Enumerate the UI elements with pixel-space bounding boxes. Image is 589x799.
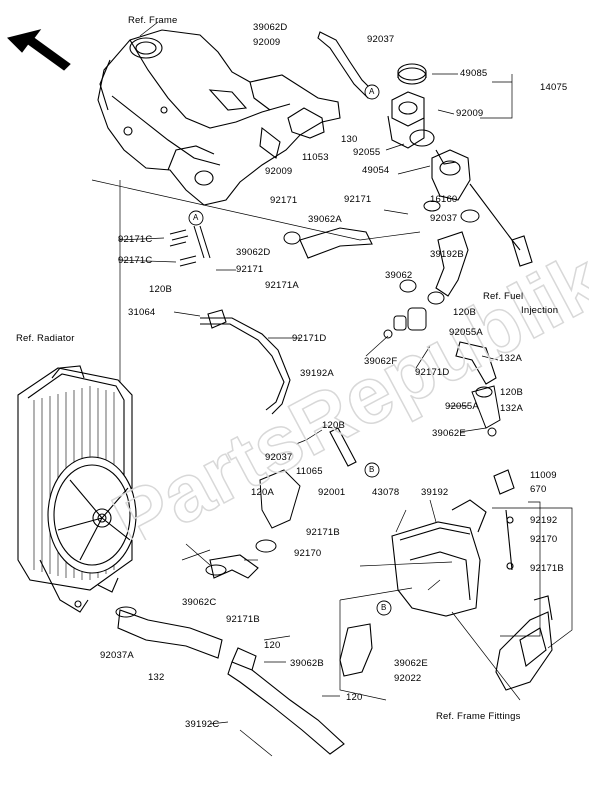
callout-b-lower: B xyxy=(381,603,387,612)
lower-pipe-39192C xyxy=(227,647,345,755)
part-label: 92171C xyxy=(118,255,153,266)
thermostat-drawing xyxy=(387,63,533,267)
part-label: 120B xyxy=(500,387,523,398)
part-label: 39062C xyxy=(182,597,217,608)
ref-radiator-label: Ref. Radiator xyxy=(16,333,75,344)
part-label: 39062A xyxy=(308,214,342,225)
part-label: 11009 xyxy=(530,470,557,481)
part-label: 120B xyxy=(322,420,345,431)
ref-frame-fittings-label: Ref. Frame Fittings xyxy=(436,711,521,722)
frame-drawing xyxy=(97,29,341,206)
part-label: 92171D xyxy=(415,367,450,378)
part-label: 39062D xyxy=(253,22,288,33)
radiator-drawing xyxy=(17,365,137,613)
ref-fuel-label: Ref. Fuel xyxy=(483,291,524,302)
part-label: 39062 xyxy=(385,270,413,281)
part-label: 92037 xyxy=(265,452,293,463)
part-label: 92171 xyxy=(344,194,372,205)
part-label: 92170 xyxy=(530,534,558,545)
part-label: 39062B xyxy=(290,658,324,669)
callout-a-upper: A xyxy=(369,87,375,96)
part-label: 92022 xyxy=(394,673,422,684)
part-label: 92170 xyxy=(294,548,322,559)
part-label: 92171B xyxy=(226,614,260,625)
part-label: 11065 xyxy=(296,466,323,477)
part-label: 16160 xyxy=(430,194,458,205)
part-label: 49054 xyxy=(362,165,390,176)
leader-lines xyxy=(91,21,573,757)
part-label: 92001 xyxy=(318,487,346,498)
part-label: 39192 xyxy=(421,487,449,498)
part-label: 39192A xyxy=(300,368,334,379)
part-label: 120 xyxy=(264,640,281,651)
part-label: 92171B xyxy=(530,563,564,574)
part-label: 14075 xyxy=(540,82,568,93)
part-label: 120B xyxy=(453,307,476,318)
part-label: 39062F xyxy=(364,356,398,367)
frame-fittings-drawing xyxy=(495,595,553,691)
part-label: 92171B xyxy=(306,527,340,538)
part-label: 31064 xyxy=(128,307,156,318)
front-direction-arrow xyxy=(7,29,71,71)
part-label: 120B xyxy=(149,284,172,295)
part-label: 670 xyxy=(530,484,547,495)
part-label: 130 xyxy=(341,134,358,145)
part-label: 132 xyxy=(148,672,165,683)
part-label: 92037 xyxy=(430,213,458,224)
small-fittings xyxy=(115,200,501,618)
part-label: 132A xyxy=(499,353,522,364)
part-label: 92171D xyxy=(292,333,327,344)
part-label: 11053 xyxy=(302,152,329,163)
reservoir-tank-drawing xyxy=(391,469,515,617)
part-label: 43078 xyxy=(372,487,400,498)
part-label: 132A xyxy=(500,403,523,414)
part-label: 92009 xyxy=(253,37,281,48)
part-label: 120 xyxy=(346,692,363,703)
callout-b-upper: B xyxy=(369,465,375,474)
part-label: 120A xyxy=(251,487,274,498)
part-label: 92192 xyxy=(530,515,558,526)
part-label: 92009 xyxy=(456,108,484,119)
part-label: 92171 xyxy=(236,264,264,275)
part-label: 92009 xyxy=(265,166,293,177)
part-label: 92171C xyxy=(118,234,153,245)
part-label: 92171 xyxy=(270,195,298,206)
part-label: 39192C xyxy=(185,719,220,730)
part-label: 92037A xyxy=(100,650,134,661)
part-label: 39062E xyxy=(394,658,428,669)
part-label: 39062E xyxy=(432,428,466,439)
water-pipe-31064 xyxy=(200,309,291,415)
part-label: 92055A xyxy=(445,401,479,412)
part-label: 49085 xyxy=(460,68,488,79)
callout-a-lower: A xyxy=(193,213,199,222)
part-label: 92055A xyxy=(449,327,483,338)
part-label: 92037 xyxy=(367,34,395,45)
part-label: 92171A xyxy=(265,280,299,291)
callout-circles xyxy=(188,84,392,616)
ref-frame-label: Ref. Frame xyxy=(128,15,178,26)
ref-injection-label: Injection xyxy=(521,305,559,316)
part-label: 39062D xyxy=(236,247,271,258)
part-label: 92055 xyxy=(353,147,381,158)
part-label: 39192B xyxy=(430,249,464,260)
